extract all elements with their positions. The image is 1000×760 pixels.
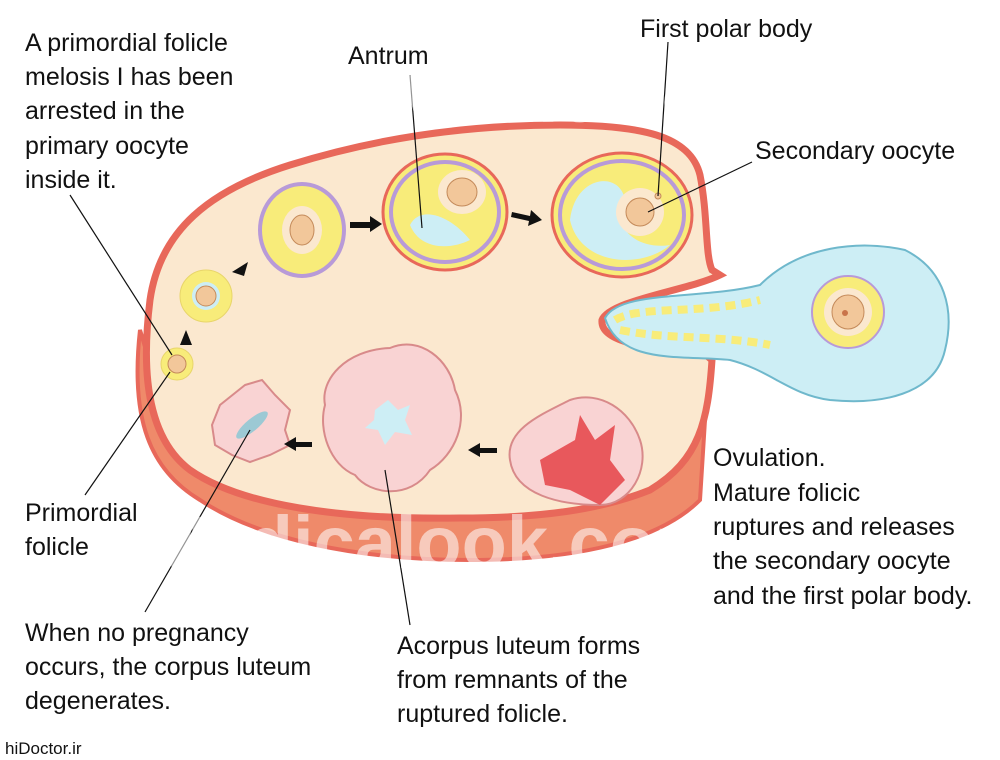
arrow-icon	[180, 330, 192, 345]
label-antrum: Antrum	[348, 42, 429, 70]
progression-arrows	[180, 210, 542, 457]
arrow-icon	[468, 443, 497, 457]
watermark: Medicalook.com	[390, 55, 966, 138]
mature-follicle	[550, 151, 694, 279]
label-secondary-oocyte: Secondary oocyte	[755, 137, 955, 165]
primordial-follicle	[160, 347, 194, 381]
label-first-polar-body: First polar body	[640, 15, 813, 43]
label-corpus-luteum-forms: Acorpus luteum forms from remnants of th…	[397, 632, 647, 728]
corpus-albicans	[210, 378, 292, 464]
credit-text: hiDoctor.ir	[5, 739, 82, 758]
label-degenerates: When no pregnancy occurs, the corpus lut…	[25, 619, 318, 715]
ruptured-follicle	[508, 396, 644, 507]
corpus-luteum	[322, 343, 462, 493]
label-primordial-folicle: Primordial folicle	[25, 499, 144, 561]
antral-follicle	[381, 152, 509, 272]
arrow-icon	[284, 437, 312, 451]
label-ovulation: Ovulation. Mature folicic ruptures and r…	[713, 444, 972, 610]
ovulating-follicle	[603, 244, 950, 403]
arrow-icon	[511, 210, 542, 226]
primary-follicle	[179, 269, 233, 323]
watermark: Medicalook.com	[145, 501, 721, 584]
arrow-icon	[232, 262, 248, 276]
leader-lines	[69, 41, 753, 626]
secondary-follicle	[258, 182, 346, 278]
label-primordial-arrested: A primordial folicle melosis I has been …	[25, 29, 240, 194]
arrow-icon	[350, 216, 382, 232]
